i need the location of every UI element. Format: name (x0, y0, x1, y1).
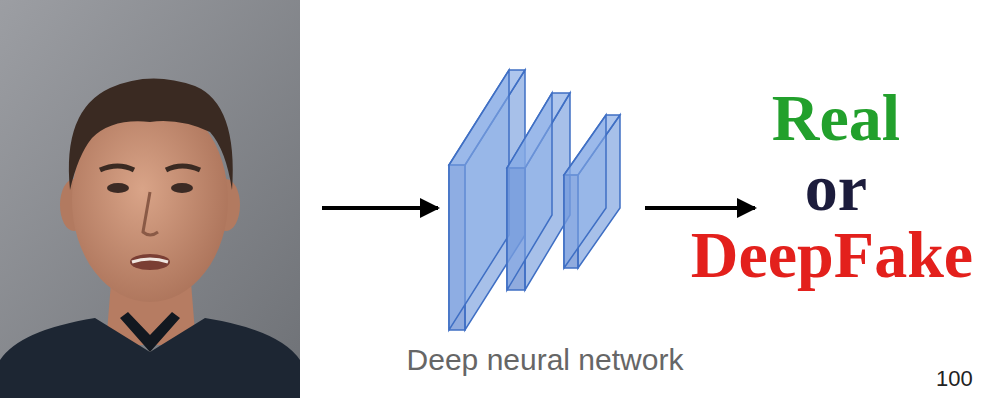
network-caption: Deep neural network (389, 342, 701, 378)
connector-word: or (805, 155, 867, 221)
layer-slab (507, 93, 570, 290)
class-label: Real (772, 85, 900, 151)
page-number: 100 (936, 368, 973, 390)
flow-arrow (322, 206, 438, 210)
class-label: DeepFake (691, 222, 973, 288)
network-layers (389, 40, 689, 390)
layer-slab (564, 115, 620, 268)
flow-arrow (645, 206, 755, 210)
network-block: Deep neural network (389, 40, 701, 390)
face-photo (0, 0, 300, 398)
